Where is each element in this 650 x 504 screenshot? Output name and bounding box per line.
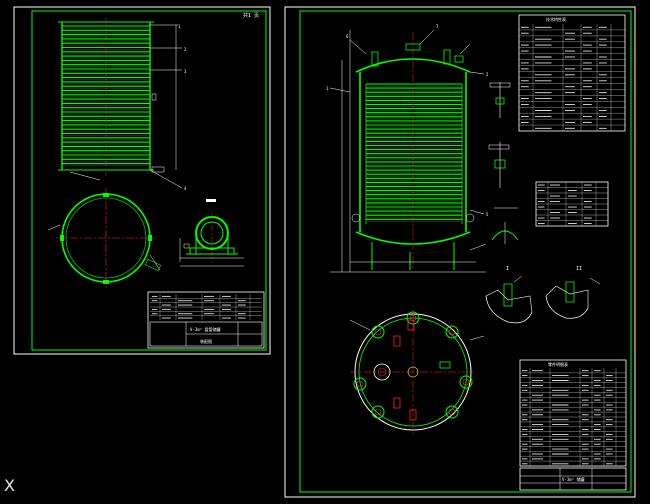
- left-title-sub: 装配图: [200, 338, 212, 344]
- right-sheet: 1 2 5 6 7 技术特性表: [284, 6, 636, 498]
- right-title-block: V-3m³ 储罐: [519, 467, 627, 491]
- detail-label-1: I: [506, 266, 509, 272]
- parts-table-title: 零件明细表: [548, 361, 568, 367]
- mid-table: [535, 181, 609, 227]
- right-sheet-frame: [299, 10, 632, 493]
- left-sheet-number: 共1 页: [243, 12, 259, 19]
- left-title-name: V-3m³ 盘管储罐: [190, 326, 220, 332]
- svg-text:1: 1: [326, 86, 329, 91]
- left-title-block: V-3m³ 盘管储罐 装配图: [147, 291, 265, 349]
- svg-text:4: 4: [184, 186, 187, 191]
- coil-tank-elevation: 1 2 3 4: [58, 18, 187, 191]
- tech-spec-table: 技术特性表: [518, 14, 626, 132]
- clamp-detail: [179, 199, 244, 267]
- coil-plan-view: [47, 188, 162, 288]
- svg-text:7: 7: [436, 24, 439, 29]
- svg-text:2: 2: [486, 72, 489, 77]
- detail-views: I II: [485, 266, 601, 324]
- right-title-name: V-3m³ 储罐: [562, 476, 584, 482]
- svg-text:5: 5: [486, 212, 489, 217]
- detail-label-2: II: [576, 266, 582, 272]
- svg-text:2: 2: [184, 47, 187, 52]
- tank-elevation: 1 2 5 6 7: [326, 24, 489, 273]
- nozzle-details: [488, 82, 519, 244]
- tech-table-title: 技术特性表: [546, 16, 566, 22]
- svg-text:3: 3: [184, 69, 187, 74]
- tank-plan-view: [349, 310, 485, 434]
- svg-text:6: 6: [346, 34, 349, 39]
- left-sheet: 共1 页 1 2 3 4: [13, 6, 271, 355]
- svg-text:1: 1: [178, 24, 181, 29]
- ucs-icon: X: [4, 476, 15, 495]
- left-sheet-frame: [31, 10, 267, 351]
- left-sheet-border: [13, 6, 271, 355]
- parts-list: 零件明细表: [519, 359, 627, 467]
- right-sheet-border: [284, 6, 636, 498]
